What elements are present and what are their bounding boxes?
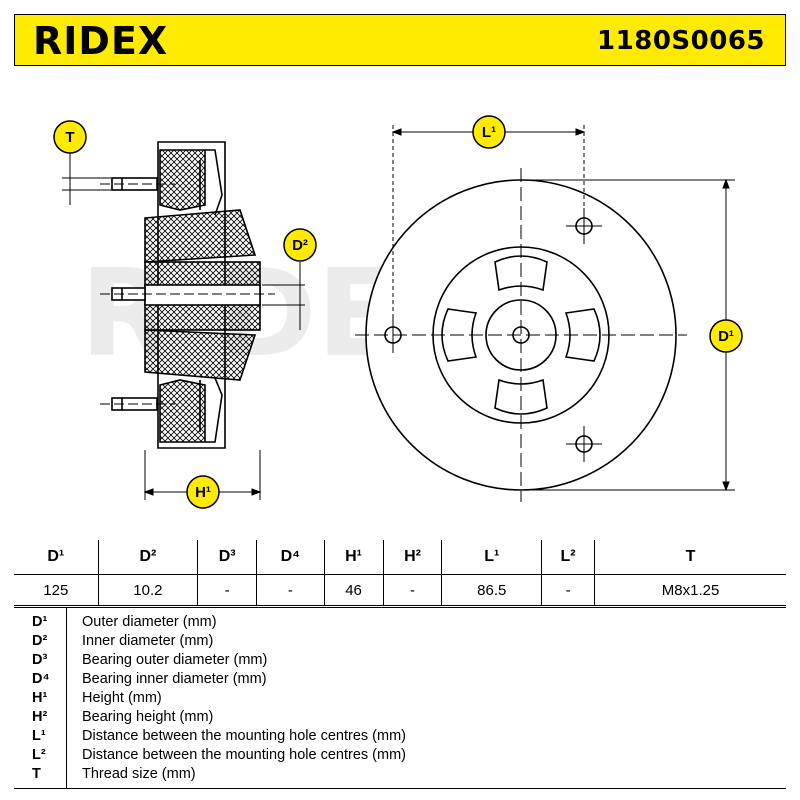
legend-desc: Bearing inner diameter (mm): [82, 671, 267, 687]
spec-value: 125: [14, 574, 99, 606]
spec-header: D⁴: [256, 540, 325, 575]
spec-header: D³: [197, 540, 258, 575]
header-bar: RIDEX 1180S0065: [14, 14, 786, 66]
legend: D¹ Outer diameter (mm) D² Inner diameter…: [14, 607, 786, 789]
legend-key: D²: [32, 633, 48, 649]
legend-desc: Bearing height (mm): [82, 709, 214, 725]
legend-desc: Outer diameter (mm): [82, 614, 217, 630]
legend-divider: [66, 608, 67, 788]
legend-desc: Thread size (mm): [82, 766, 196, 782]
spec-value: M8x1.25: [594, 574, 786, 606]
dimension-T: [62, 150, 112, 205]
spec-header: H²: [382, 540, 443, 575]
badge-D2: D²: [283, 228, 317, 262]
spec-header: D²: [97, 540, 199, 575]
svg-text:H¹: H¹: [195, 484, 211, 501]
legend-key: L²: [32, 747, 46, 763]
part-number: 1180S0065: [597, 26, 765, 56]
specs-header-row: D¹ D² D³ D⁴ H¹ H² L¹ L² T: [14, 540, 786, 575]
spec-value: -: [541, 574, 596, 606]
svg-text:D²: D²: [292, 237, 308, 254]
legend-key: D¹: [32, 614, 48, 630]
spec-value: 86.5: [441, 574, 543, 606]
legend-key: D³: [32, 652, 48, 668]
spec-value: -: [382, 574, 443, 606]
legend-key: T: [32, 766, 41, 782]
dimension-D2: [262, 262, 305, 330]
legend-desc: Height (mm): [82, 690, 162, 706]
spec-header: L¹: [441, 540, 543, 575]
legend-key: L¹: [32, 728, 46, 744]
svg-text:L¹: L¹: [482, 124, 496, 141]
badge-D1: D¹: [709, 319, 743, 353]
spec-value: 10.2: [97, 574, 199, 606]
brand-logo: RIDEX: [33, 19, 169, 63]
legend-key: H¹: [32, 690, 48, 706]
legend-desc: Inner diameter (mm): [82, 633, 214, 649]
legend-desc: Distance between the mounting hole centr…: [82, 747, 406, 763]
legend-key: H²: [32, 709, 48, 725]
specs-table: D¹ D² D³ D⁴ H¹ H² L¹ L² T 125 10.2 - - 4…: [14, 540, 786, 606]
badge-T: T: [53, 120, 87, 154]
front-view: [355, 168, 687, 502]
legend-desc: Distance between the mounting hole centr…: [82, 728, 406, 744]
spec-header: D¹: [14, 540, 99, 575]
spec-value: -: [197, 574, 258, 606]
specs-value-row: 125 10.2 - - 46 - 86.5 - M8x1.25: [14, 574, 786, 606]
legend-key: D⁴: [32, 671, 50, 687]
svg-text:T: T: [65, 129, 74, 146]
spec-header: L²: [541, 540, 596, 575]
spec-value: -: [256, 574, 325, 606]
legend-desc: Bearing outer diameter (mm): [82, 652, 268, 668]
spec-header: T: [594, 540, 786, 575]
technical-drawing: RIDEX: [0, 70, 800, 540]
badge-L1: L¹: [472, 115, 506, 149]
spec-header: H¹: [323, 540, 384, 575]
side-view: [100, 141, 275, 449]
spec-value: 46: [323, 574, 384, 606]
svg-text:D¹: D¹: [718, 328, 734, 345]
badge-H1: H¹: [186, 475, 220, 509]
